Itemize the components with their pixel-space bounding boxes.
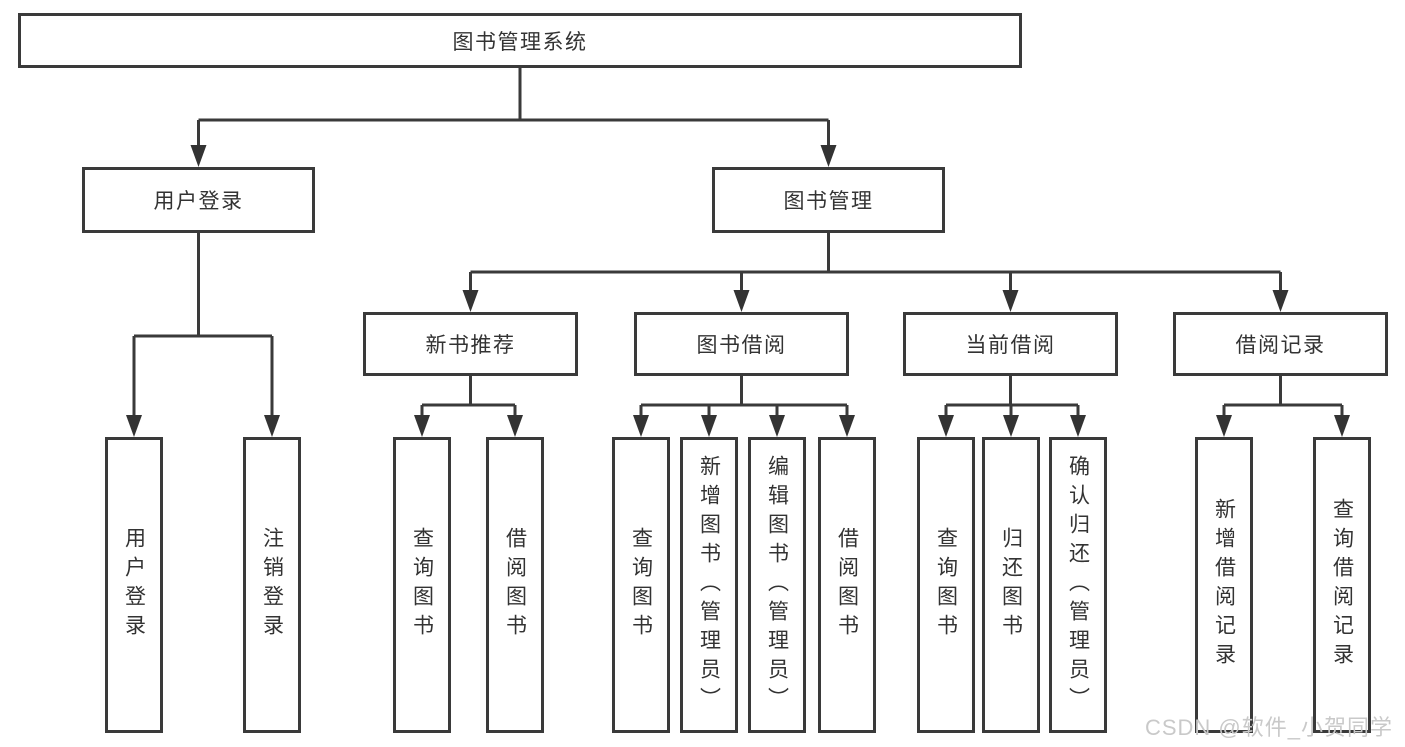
leaf-edit-book-admin: 编辑图书（管理员） xyxy=(748,437,806,733)
leaf-logout: 注销登录 xyxy=(243,437,301,733)
node-label: 编辑图书（管理员） xyxy=(765,454,789,716)
node-label: 确认归还（管理员） xyxy=(1066,454,1090,716)
node-label: 图书管理系统 xyxy=(452,30,588,54)
leaf-query-books-borrow: 查询图书 xyxy=(612,437,670,733)
node-label: 新书推荐 xyxy=(425,334,516,357)
node-book-borrow: 图书借阅 xyxy=(634,312,849,376)
node-borrow-records: 借阅记录 xyxy=(1173,312,1388,376)
tree-connectors xyxy=(132,68,1344,417)
watermark: CSDN @软件_小贺同学 xyxy=(1144,715,1393,740)
node-new-book-recommend: 新书推荐 xyxy=(363,312,578,376)
node-label: 注销登录 xyxy=(260,527,284,643)
node-label: 当前借阅 xyxy=(965,334,1056,357)
leaf-return-book: 归还图书 xyxy=(982,437,1040,733)
node-label: 查询图书 xyxy=(410,527,434,643)
leaf-query-books-recommend: 查询图书 xyxy=(393,437,451,733)
node-label: 归还图书 xyxy=(999,527,1023,643)
node-label: 借阅图书 xyxy=(835,527,859,643)
node-label: 新增图书（管理员） xyxy=(697,454,721,716)
node-current-borrow: 当前借阅 xyxy=(903,312,1118,376)
node-label: 图书管理 xyxy=(783,190,874,213)
node-label: 新增借阅记录 xyxy=(1212,498,1236,672)
node-label: 查询图书 xyxy=(934,527,958,643)
node-label: 查询借阅记录 xyxy=(1330,498,1354,672)
leaf-borrow-books: 借阅图书 xyxy=(818,437,876,733)
node-label: 借阅图书 xyxy=(503,527,527,643)
node-root: 图书管理系统 xyxy=(18,13,1022,68)
node-label: 查询图书 xyxy=(629,527,653,643)
leaf-query-borrow-record: 查询借阅记录 xyxy=(1313,437,1371,733)
leaf-add-borrow-record: 新增借阅记录 xyxy=(1195,437,1253,733)
leaf-confirm-return-admin: 确认归还（管理员） xyxy=(1049,437,1107,733)
node-label: 借阅记录 xyxy=(1235,334,1326,357)
node-user-login: 用户登录 xyxy=(82,167,315,233)
leaf-query-books-current: 查询图书 xyxy=(917,437,975,733)
node-label: 用户登录 xyxy=(122,527,146,643)
node-book-management: 图书管理 xyxy=(712,167,945,233)
leaf-add-book-admin: 新增图书（管理员） xyxy=(680,437,738,733)
leaf-user-login: 用户登录 xyxy=(105,437,163,733)
node-label: 用户登录 xyxy=(153,190,244,213)
leaf-borrow-books-recommend: 借阅图书 xyxy=(486,437,544,733)
node-label: 图书借阅 xyxy=(696,334,787,357)
